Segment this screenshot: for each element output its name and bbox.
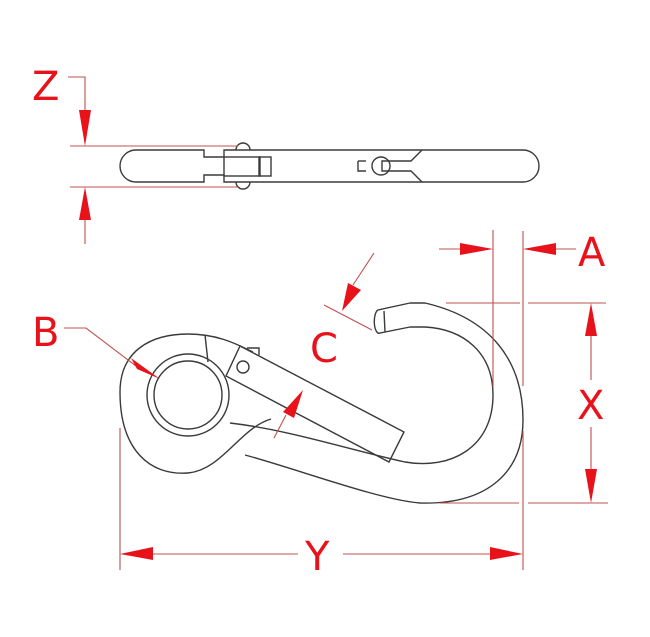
label-b: B xyxy=(32,310,59,356)
label-a: A xyxy=(578,230,606,276)
top-view xyxy=(119,142,540,190)
dimension-z: Z xyxy=(32,64,238,244)
dimension-a: A xyxy=(439,230,606,570)
side-view xyxy=(119,302,524,504)
dimension-c: C xyxy=(273,252,375,439)
dimension-x: X xyxy=(440,302,608,504)
label-y: Y xyxy=(304,534,330,580)
label-x: X xyxy=(577,383,604,429)
label-c: C xyxy=(310,326,338,372)
label-z: Z xyxy=(32,64,59,110)
dimension-y: Y xyxy=(119,428,523,580)
dimension-b: B xyxy=(32,310,160,379)
